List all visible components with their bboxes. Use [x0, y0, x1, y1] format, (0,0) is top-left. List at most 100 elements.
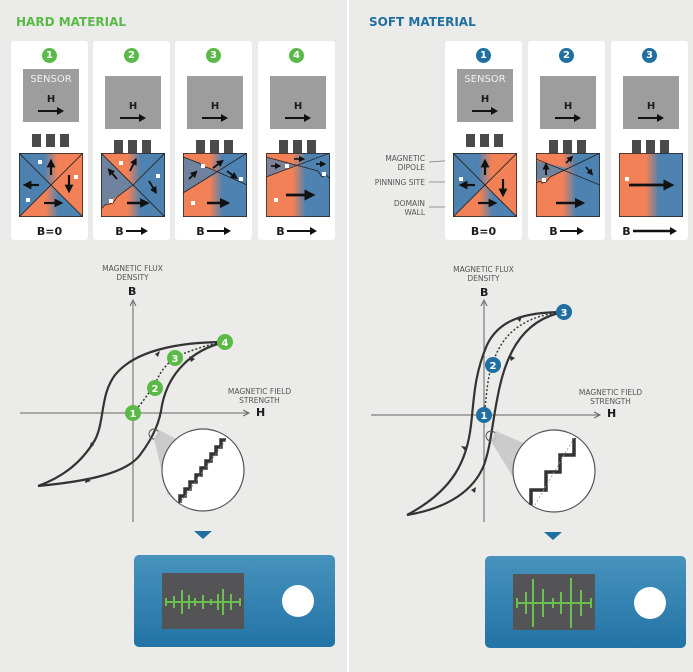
sensor-pins	[466, 134, 504, 147]
oscilloscope-device	[485, 556, 686, 648]
panel-divider	[347, 0, 349, 672]
svg-text:1: 1	[130, 409, 137, 420]
oscilloscope-screen	[513, 574, 595, 630]
arrow-right-icon	[202, 114, 228, 122]
sensor-label: SENSOR	[30, 74, 72, 85]
graph-point-1: 1	[476, 407, 492, 423]
arrow-right-icon	[472, 107, 498, 115]
b-field-label: B	[93, 225, 170, 238]
svg-text:3: 3	[561, 308, 568, 319]
graph-point-4: 4	[217, 334, 233, 350]
barkhausen-zoom-callout	[161, 428, 245, 512]
hysteresis-ascending-branch	[37, 340, 226, 488]
b-field-label: B=0	[470, 225, 497, 238]
initial-magnetization-curve	[132, 341, 226, 414]
domain-diagram	[101, 153, 165, 217]
pinning-site-icon	[38, 160, 42, 164]
hard-stage-card-1: 1 SENSOR H B=0	[11, 41, 88, 240]
annotation-pinning-site: PINNING SITE	[374, 178, 425, 187]
b-field-label: B	[258, 225, 335, 238]
sensor-pins	[32, 134, 70, 147]
hysteresis-descending-branch	[406, 310, 565, 516]
h-field-label: H	[128, 101, 138, 112]
h-field-label: H	[480, 94, 490, 105]
sensor-block: SENSOR H	[23, 69, 79, 122]
sensor-pins	[632, 140, 670, 153]
sensor-label: SENSOR	[464, 74, 506, 85]
device-knob[interactable]	[282, 585, 314, 617]
sensor-block: SENSOR H	[457, 69, 513, 122]
hysteresis-descending-branch	[37, 340, 226, 488]
domain-diagram	[619, 153, 683, 217]
hard-stage-card-3: 3 H B	[175, 41, 252, 240]
hysteresis-graph-hard: 1 2 3 4	[20, 298, 251, 522]
pinning-site-icon	[459, 177, 463, 181]
hard-stage-card-2: 2 H B	[93, 41, 170, 240]
oscilloscope-screen	[162, 573, 244, 629]
svg-text:4: 4	[222, 338, 229, 349]
graph-point-2: 2	[147, 380, 163, 396]
sensor-block: H	[187, 76, 243, 129]
graph-point-1: 1	[125, 405, 141, 421]
y-axis-letter: B	[480, 286, 489, 299]
oscilloscope-device	[134, 555, 335, 647]
stage-badge: 2	[124, 48, 139, 63]
domain-diagram	[183, 153, 247, 217]
stage-badge: 3	[642, 48, 657, 63]
down-arrow-icon	[194, 531, 212, 539]
waveform-icon	[165, 589, 241, 615]
domain-diagram	[19, 153, 83, 217]
stage-badge: 2	[559, 48, 574, 63]
svg-text:1: 1	[481, 411, 488, 422]
device-knob[interactable]	[634, 587, 666, 619]
hard-material-panel: HARD MATERIAL 1 SENSOR H B=0	[11, 15, 335, 647]
y-axis-letter: B	[128, 285, 137, 298]
h-field-label: H	[646, 101, 656, 112]
h-field-label: H	[563, 101, 573, 112]
x-axis-letter: H	[256, 406, 266, 419]
soft-stage-card-3: 3 H B	[611, 41, 688, 240]
svg-text:2: 2	[152, 384, 159, 395]
arrow-right-icon	[38, 107, 64, 115]
sensor-block: H	[540, 76, 596, 129]
domain-diagram	[536, 153, 600, 217]
sensor-pins	[114, 140, 152, 153]
arrow-right-icon	[286, 227, 317, 235]
sensor-pins	[279, 140, 317, 153]
h-field-label: H	[210, 101, 220, 112]
arrow-right-icon	[125, 227, 148, 235]
soft-stage-card-1: 1 SENSOR H B=0	[445, 41, 522, 240]
soft-material-title: SOFT MATERIAL	[369, 15, 476, 29]
hysteresis-graph-soft: 1 2 3	[371, 298, 602, 522]
sensor-block: H	[623, 76, 679, 129]
sensor-pins	[196, 140, 234, 153]
stage-badge: 4	[289, 48, 304, 63]
x-axis-letter: H	[607, 407, 617, 420]
b-field-label: B	[175, 225, 252, 238]
sensor-block: H	[105, 76, 161, 129]
b-field-label: B	[611, 225, 688, 238]
h-field-label: H	[46, 94, 56, 105]
soft-stage-card-2: 2 H B	[528, 41, 605, 240]
h-field-label: H	[293, 101, 303, 112]
sensor-pins	[549, 140, 587, 153]
b-field-label: B	[528, 225, 605, 238]
svg-text:2: 2	[490, 361, 497, 372]
arrow-right-icon	[285, 114, 311, 122]
b-field-label: B=0	[36, 225, 63, 238]
stage-badge: 3	[206, 48, 221, 63]
sensor-block: H	[270, 76, 326, 129]
domain-diagram	[266, 153, 330, 217]
graph-point-3: 3	[167, 350, 183, 366]
hard-stage-card-4: 4 H B	[258, 41, 335, 240]
arrow-right-icon	[120, 114, 146, 122]
arrow-right-icon	[555, 114, 581, 122]
graph-point-2: 2	[485, 357, 501, 373]
arrow-right-icon	[632, 227, 677, 235]
